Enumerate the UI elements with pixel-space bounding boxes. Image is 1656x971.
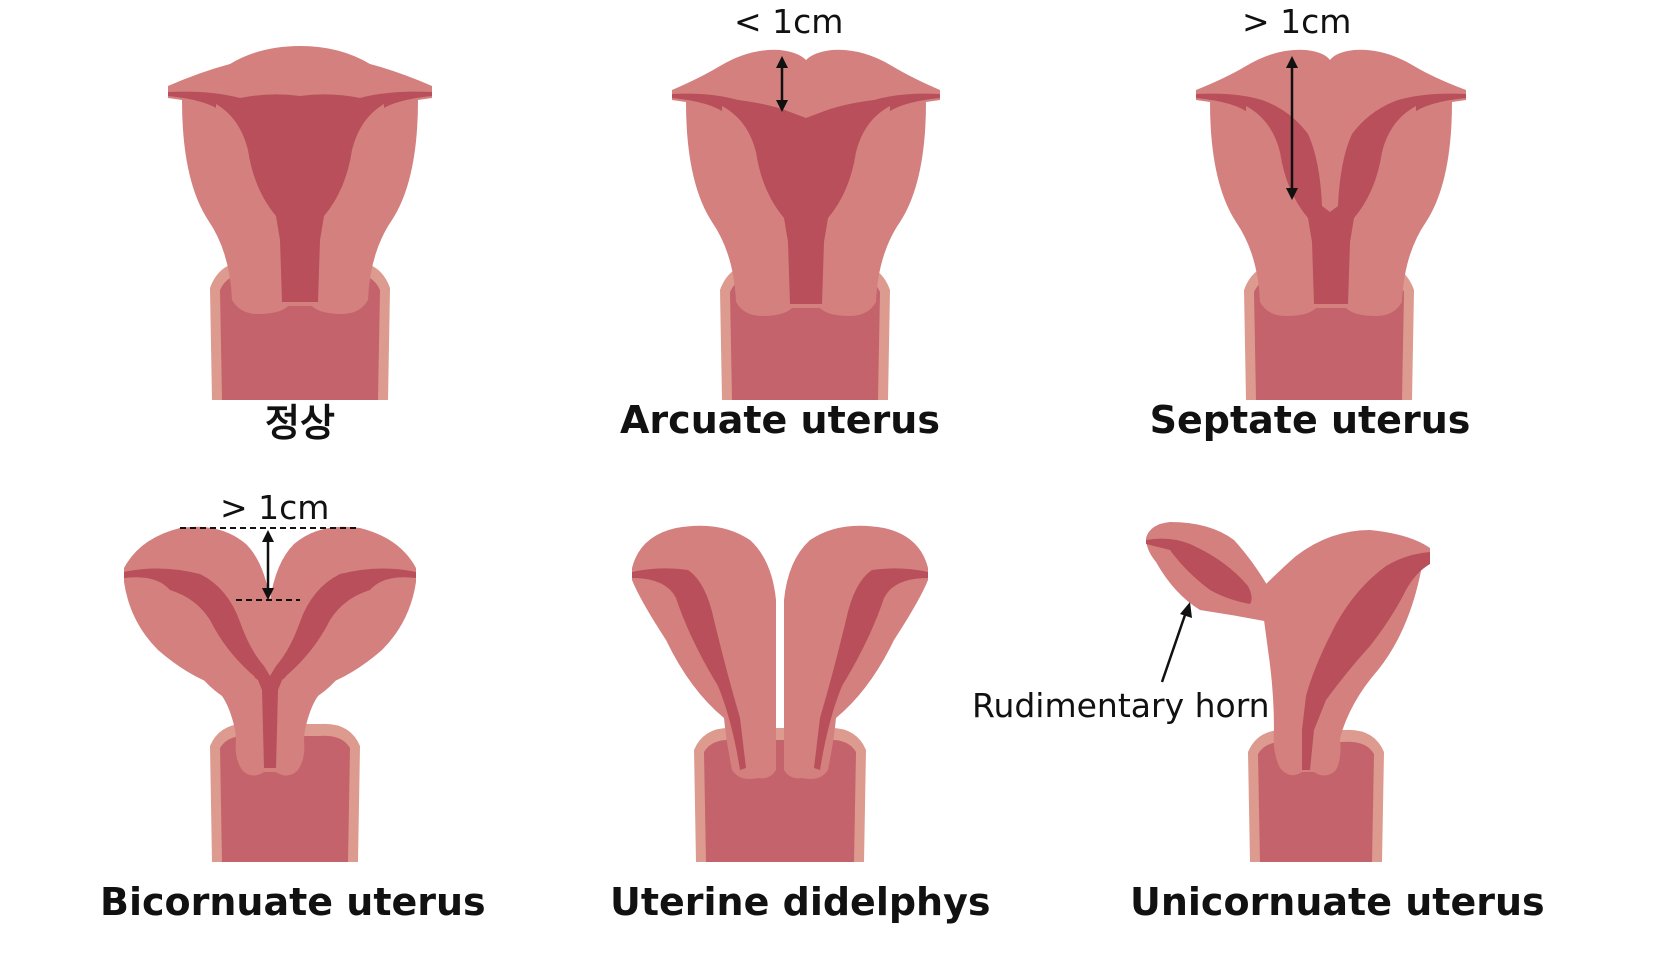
- didelphys-cervix: [704, 739, 856, 862]
- rudimentary-horn-label: Rudimentary horn: [972, 686, 1270, 725]
- caption-unicornuate: Unicornuate uterus: [1130, 880, 1545, 924]
- septate-measure-arrow: [1286, 56, 1298, 200]
- bicornuate-wall-right: [278, 590, 372, 770]
- unicornuate-annotation-arrow: [1160, 602, 1192, 683]
- arcuate-uterus-illustration: [672, 49, 940, 400]
- bicornuate-measure-label: > 1cm: [220, 488, 330, 527]
- septate-wall-left: [1246, 106, 1312, 306]
- unicornuate-cavity: [1302, 552, 1430, 770]
- caption-normal: 정상: [265, 401, 335, 445]
- arcuate-wall-left: [722, 106, 788, 306]
- septate-uterus-illustration: [1196, 49, 1466, 400]
- caption-didelphys: Uterine didelphys: [610, 880, 991, 924]
- arcuate-cavity: [672, 93, 940, 304]
- normal-wall-right: [320, 104, 384, 304]
- normal-uterus-illustration: [168, 46, 432, 400]
- normal-cavity: [168, 91, 432, 302]
- didelphys-right-cavity: [814, 568, 928, 770]
- arcuate-wall-right: [824, 106, 890, 306]
- septate-wall-right: [1350, 106, 1416, 306]
- panel-septate: > 1cm Septate uterus: [1140, 0, 1480, 460]
- unicornuate-uterus-illustration: [1146, 522, 1430, 862]
- septate-cavity: [1196, 93, 1466, 304]
- caption-septate: Septate uterus: [1149, 398, 1471, 442]
- panel-bicornuate: > 1cm Bicornuate uterus: [100, 488, 486, 971]
- caption-arcuate: Arcuate uterus: [620, 398, 940, 442]
- didelphys-uterus-illustration: [632, 525, 928, 862]
- panel-didelphys: Uterine didelphys: [610, 490, 991, 971]
- arcuate-measure-arrow: [776, 56, 788, 112]
- normal-wall-left: [216, 104, 280, 304]
- didelphys-left-cavity: [632, 568, 746, 770]
- caption-bicornuate: Bicornuate uterus: [100, 880, 486, 924]
- panel-normal: 정상: [130, 0, 470, 460]
- arcuate-measure-label: < 1cm: [734, 2, 844, 41]
- unicornuate-rudimentary-cavity: [1146, 538, 1252, 604]
- bicornuate-wall-left: [168, 590, 262, 770]
- septate-measure-label: > 1cm: [1242, 2, 1352, 41]
- bicornuate-measure-arrow: [262, 530, 274, 600]
- panel-unicornuate: Rudimentary horn Unicornuate uterus: [972, 490, 1545, 971]
- panel-arcuate: < 1cm Arcuate uterus: [610, 0, 950, 460]
- bicornuate-uterus-illustration: [124, 526, 416, 862]
